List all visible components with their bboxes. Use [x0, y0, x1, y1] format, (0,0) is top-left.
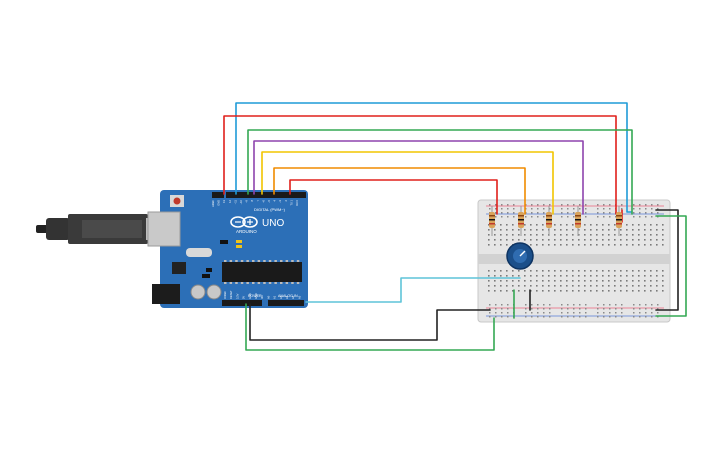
potentiometer-icon	[506, 242, 534, 270]
pin-label: 3.3V	[235, 293, 239, 299]
pin-label: A5	[297, 295, 301, 299]
wire-green-top	[247, 129, 633, 215]
pin-label: 7	[256, 199, 260, 201]
pin-label: 13	[222, 199, 226, 202]
pin-label: A1	[273, 295, 277, 299]
resistor-icon	[489, 206, 495, 236]
pin-label: TX 1	[289, 199, 293, 205]
wire-cyan	[305, 277, 521, 303]
pin-label: ~5	[267, 199, 271, 203]
breadboard	[477, 199, 671, 323]
arduino-logo-icon	[230, 216, 258, 228]
resistor-icon	[616, 206, 622, 236]
pin-label: RESET	[229, 290, 233, 299]
resistor-icon	[575, 206, 581, 236]
pin-label: ~3	[278, 199, 282, 203]
pin-label: 8	[250, 199, 254, 201]
pin-label: A4	[291, 295, 295, 299]
pin-label: GND	[248, 293, 252, 299]
resistor-icon	[546, 206, 552, 236]
pin-label: IOREF	[223, 291, 227, 299]
pin-label: A0	[266, 295, 270, 299]
pin-label: 5V	[242, 296, 246, 299]
arduino-board: ARDUINO UNO DIGITAL (PWM~) POWER ANALOG …	[147, 190, 308, 308]
resistor-icon	[518, 206, 524, 236]
power-header-label: POWER	[248, 294, 262, 298]
wire-blue	[235, 102, 633, 213]
wire-black-right	[655, 209, 679, 311]
digital-header-label: DIGITAL (PWM~)	[254, 207, 286, 212]
pin-label: A3	[285, 295, 289, 299]
pin-label: RX 0	[295, 199, 299, 205]
pin-label: ~9	[245, 199, 249, 203]
wires	[223, 102, 687, 351]
board-model-text: UNO	[262, 218, 284, 229]
pin-label: ~11	[233, 199, 237, 204]
analog-header-label: ANALOG IN	[278, 294, 298, 298]
board-logo-text: ARDUINO	[236, 229, 257, 234]
pin-label: 12	[228, 199, 232, 202]
pin-label: Vin	[260, 295, 264, 299]
wire-red-outer	[223, 115, 617, 215]
wire-green-right	[655, 215, 687, 317]
resistors	[489, 206, 622, 236]
wire-red-inner	[289, 179, 498, 215]
pin-label: AREF	[211, 200, 215, 207]
pin-label: ~10	[239, 199, 243, 204]
wire-black	[249, 303, 491, 341]
pin-label: GND	[217, 200, 221, 206]
pin-label: 2	[284, 199, 288, 201]
usb-plug-icon	[36, 214, 166, 244]
wire-yellow	[261, 151, 554, 215]
pin-label: GND	[254, 293, 258, 299]
wire-green-bottom	[245, 303, 495, 351]
pin-label: A2	[279, 295, 283, 299]
pin-label: ~6	[261, 199, 265, 203]
wire-orange	[273, 167, 526, 215]
pin-label: 4	[273, 199, 277, 201]
wire-purple	[253, 140, 584, 215]
